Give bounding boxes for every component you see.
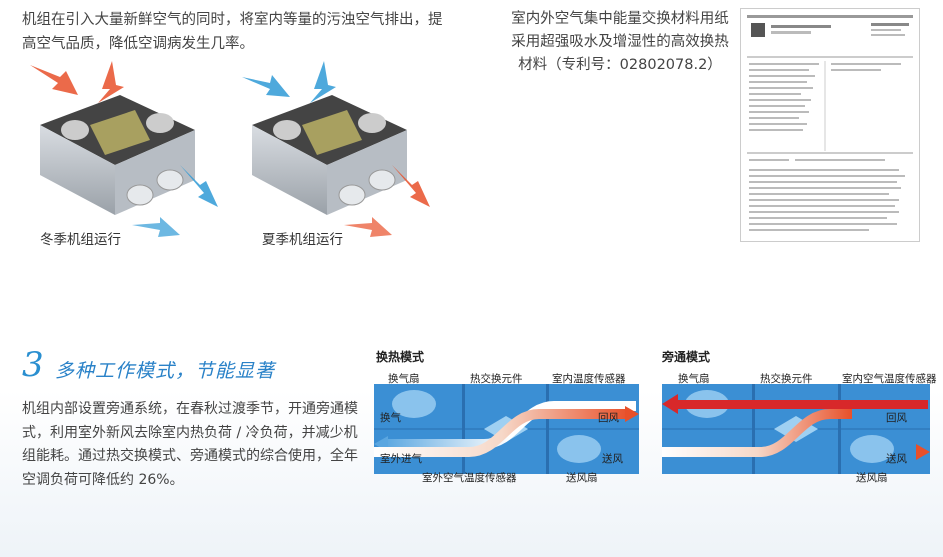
heat-exchange-duct-drawing (374, 384, 639, 474)
d2-exhaust-fan-label: 换气扇 (678, 373, 710, 385)
d1-outdoor-inlet-label: 室外进气 (380, 453, 422, 465)
d2-return-label: 回风 (886, 412, 907, 424)
d1-outdoor-sensor-label: 室外空气温度传感器 (422, 472, 517, 484)
d1-core-label: 热交换元件 (470, 373, 523, 385)
patent-document-image (740, 8, 920, 242)
d1-exhaust-fan-label: 换气扇 (388, 373, 420, 385)
patent-document-drawing (747, 15, 913, 231)
bypass-mode-title: 旁通模式 (662, 350, 711, 364)
d2-core-label: 热交换元件 (760, 373, 813, 385)
winter-unit-label: 冬季机组运行 (40, 232, 121, 248)
summer-unit-drawing (242, 61, 430, 237)
d2-supply-fan-label: 送风扇 (856, 472, 888, 484)
summer-unit-illustration (232, 55, 442, 240)
heat-exchange-mode-title: 换热模式 (376, 350, 425, 364)
intro-text: 机组在引入大量新鲜空气的同时，将室内等量的污浊空气排出，提高空气品质，降低空调病… (22, 12, 443, 52)
d1-supply-fan-label: 送风扇 (566, 472, 598, 484)
heat-exchange-mode-diagram (374, 384, 639, 474)
winter-unit-illustration (20, 55, 230, 240)
bypass-mode-diagram (662, 384, 930, 474)
section-body: 机组内部设置旁通系统，在春秋过渡季节，开通旁通模式，利用室外新风去除室内热负荷 … (22, 401, 358, 488)
d1-exhaust-label: 换气 (380, 412, 401, 424)
d1-supply-label: 送风 (602, 453, 623, 465)
bypass-duct-drawing (662, 384, 930, 474)
summer-unit-label: 夏季机组运行 (262, 232, 343, 248)
patent-text: 室内外空气集中能量交换材料用纸采用超强吸水及增湿性的高效换热材料（专利号：028… (511, 11, 729, 73)
section-number: 3 (22, 345, 44, 385)
d1-indoor-sensor-label: 室内温度传感器 (552, 373, 626, 385)
winter-unit-drawing (30, 61, 218, 237)
d2-supply-label: 送风 (886, 453, 907, 465)
section-title: 多种工作模式，节能显著 (55, 360, 276, 382)
d1-return-label: 回风 (598, 412, 619, 424)
d2-indoor-sensor-label: 室内空气温度传感器 (842, 373, 937, 385)
